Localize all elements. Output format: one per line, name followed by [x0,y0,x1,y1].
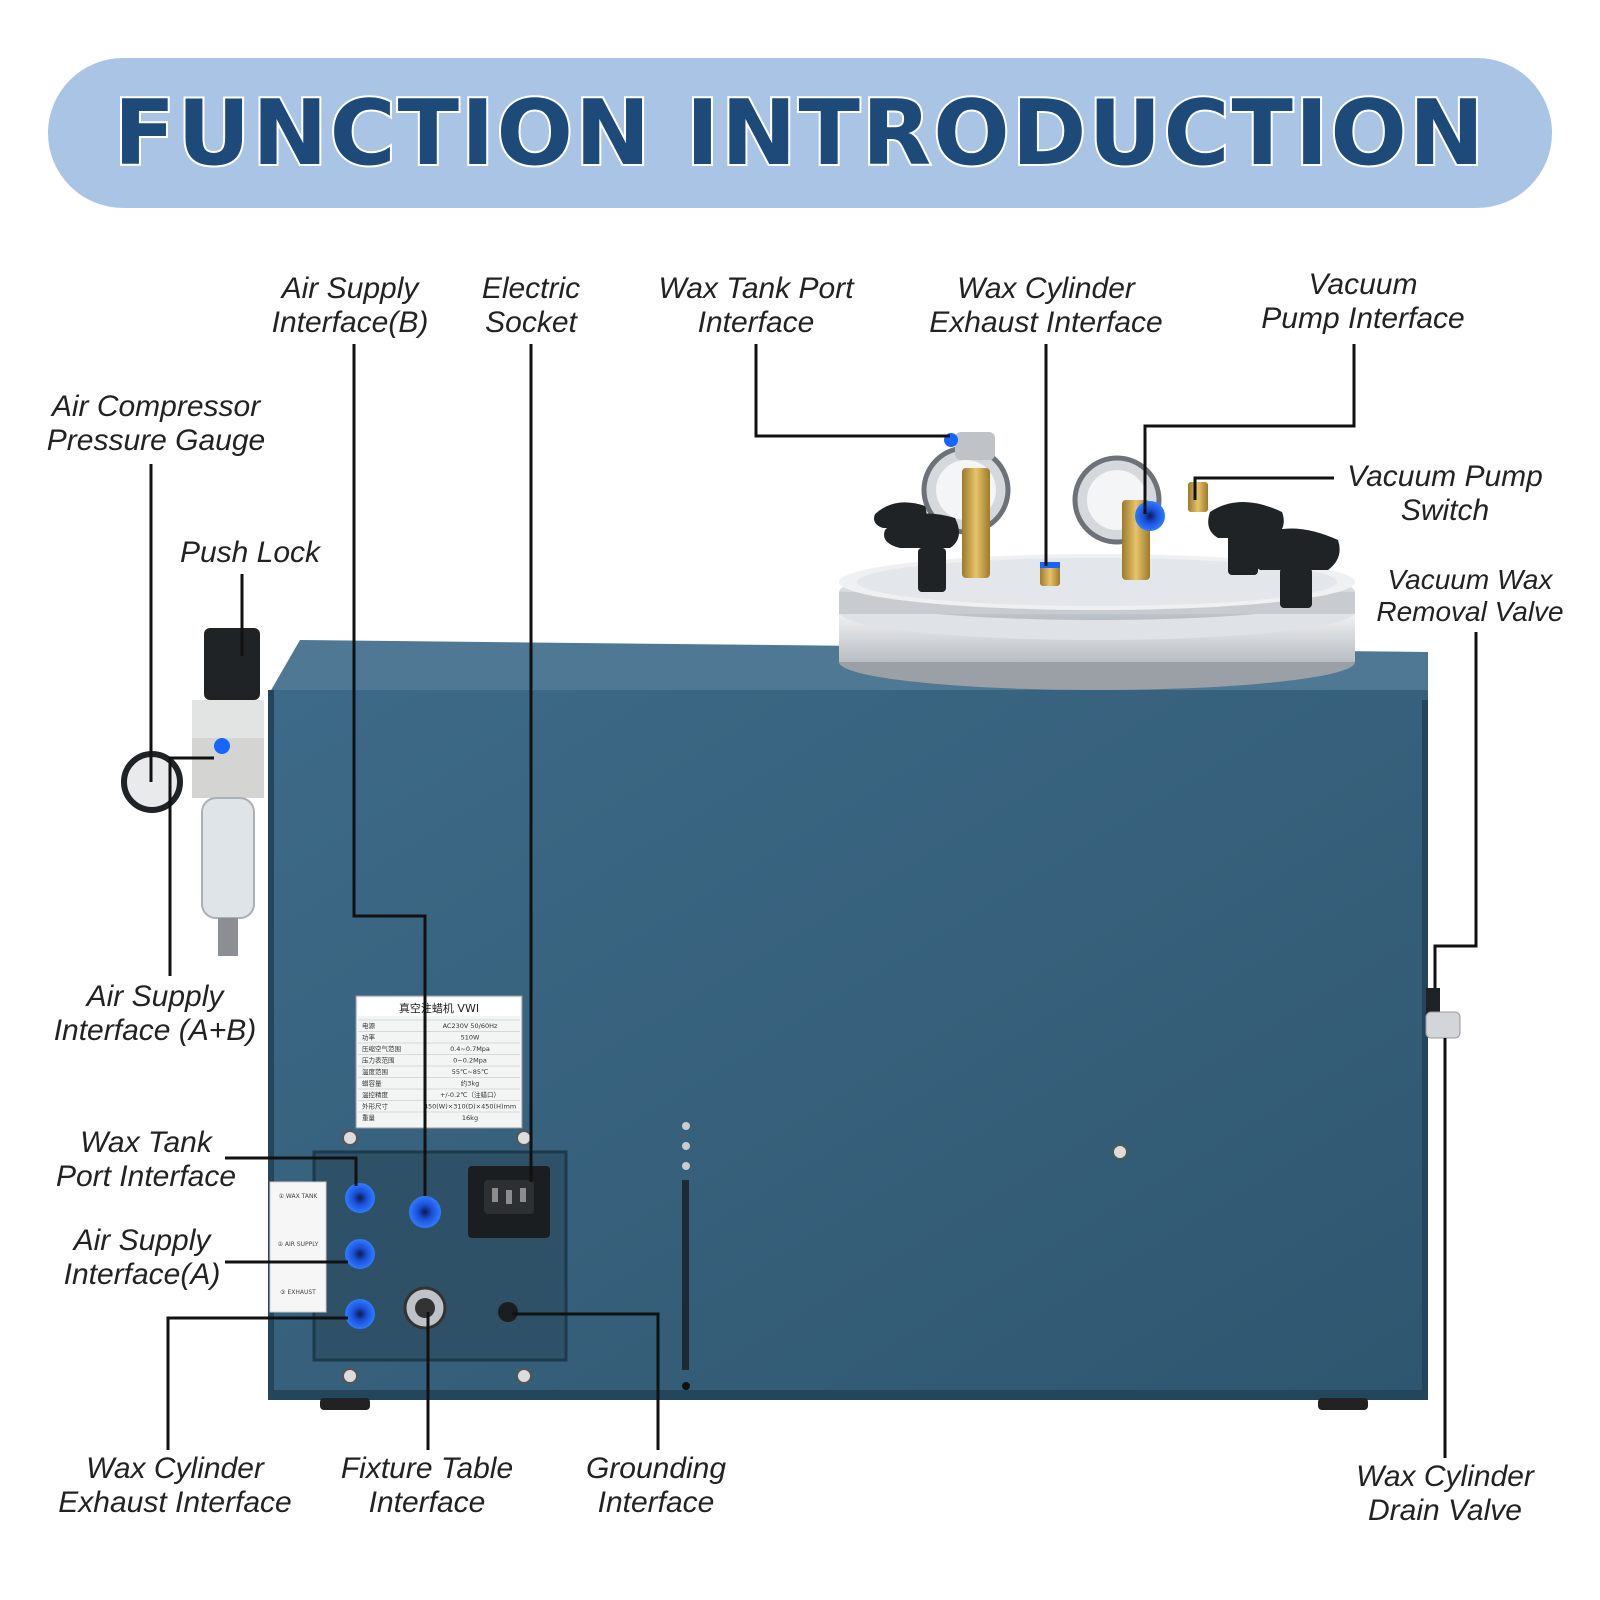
port-panel-label: ① WAX TANK [279,1193,319,1200]
level-indicator [682,1122,690,1390]
port-panel: ① WAX TANK ② AIR SUPPLY ③ EXHAUST [269,1130,1128,1384]
leader-lines [149,344,1478,1458]
nameplate-row-value: 0.4~0.7Mpa [450,1045,490,1053]
nameplate-row-value: 450(W)×310(D)×450(H)mm [424,1103,516,1111]
air-supply-a-port [345,1239,375,1269]
nameplate-row-key: 压力表范围 [362,1056,395,1065]
label-wax-cylinder-exhaust-interface-top: Wax Cylinder Exhaust Interface [929,272,1163,339]
nameplate-row-key: 外形尺寸 [362,1102,389,1111]
wax-tank-lid [839,554,1355,690]
nameplate-row-value: 16kg [462,1114,478,1122]
label-air-supply-interface-a: Air Supply Interface(A) [63,1224,221,1291]
label-vacuum-pump-switch: Vacuum Pump Switch [1347,460,1543,527]
filter-regulator [121,628,264,956]
brass-fittings [944,432,1208,586]
nameplate-row-key: 蜡容量 [362,1079,382,1088]
port-panel-label: ③ EXHAUST [280,1289,316,1296]
port-panel-label: ② AIR SUPPLY [278,1241,319,1248]
nameplate: 真空注蜡机 VWI 电源 AC230V 50/60Hz 功率 510W 压缩空气范围 0.… [355,995,523,1129]
nameplate-row-key: 功率 [362,1033,376,1042]
nameplate-row-value: 0~0.2Mpa [453,1057,487,1065]
label-wax-tank-port-interface-side: Wax Tank Port Interface [55,1126,237,1193]
page-title: FUNCTION INTRODUCTION [112,79,1487,188]
wax-tank-port [345,1183,375,1213]
nameplate-title: 真空注蜡机 VWI [399,1001,479,1015]
port-panel-labels: ① WAX TANK ② AIR SUPPLY ③ EXHAUST [278,1193,319,1296]
nameplate-row-key: 温度范围 [362,1067,388,1076]
label-fixture-table-interface: Fixture Table Interface [340,1452,514,1519]
label-vacuum-wax-removal-valve: Vacuum Wax Removal Valve [1376,564,1564,627]
exhaust-port [345,1299,375,1329]
label-air-supply-interface-b: Air Supply Interface(B) [271,272,429,339]
nameplate-row-value: 55℃~85℃ [452,1068,489,1076]
label-wax-cylinder-drain-valve: Wax Cylinder Drain Valve [1356,1460,1534,1527]
label-push-lock: Push Lock [179,536,321,569]
nameplate-row-value: 510W [461,1034,480,1042]
nameplate-row-key: 重量 [362,1114,376,1122]
nameplate-row-value: +/-0.2℃（注蜡口） [440,1090,500,1099]
nameplate-row-key: 压缩空气范围 [362,1044,401,1053]
lid-knobs [874,502,1340,608]
label-wax-tank-port-interface-top: Wax Tank Port Interface [658,272,854,339]
side-valves [1425,988,1461,1039]
label-air-compressor-pressure-gauge: Air Compressor Pressure Gauge [46,390,266,457]
nameplate-row-value: AC230V 50/60Hz [443,1022,498,1030]
label-wax-cylinder-exhaust-interface-bottom: Wax Cylinder Exhaust Interface [58,1452,292,1519]
label-electric-socket: Electric Socket [481,272,581,339]
nameplate-row-value: 约3kg [461,1079,480,1088]
label-air-supply-interface-ab: Air Supply Interface (A+B) [53,980,257,1047]
nameplate-rows: 电源 AC230V 50/60Hz 功率 510W 压缩空气范围 0.4~0.7Mpa 压力… [358,1019,520,1122]
label-grounding-interface: Grounding Interface [585,1452,727,1519]
nameplate-row-key: 电源 [362,1021,376,1030]
title-banner: FUNCTION INTRODUCTION [48,58,1552,208]
air-supply-b-port [409,1196,441,1228]
label-vacuum-pump-interface: Vacuum Pump Interface [1261,268,1465,335]
nameplate-row-key: 温控精度 [362,1090,389,1099]
